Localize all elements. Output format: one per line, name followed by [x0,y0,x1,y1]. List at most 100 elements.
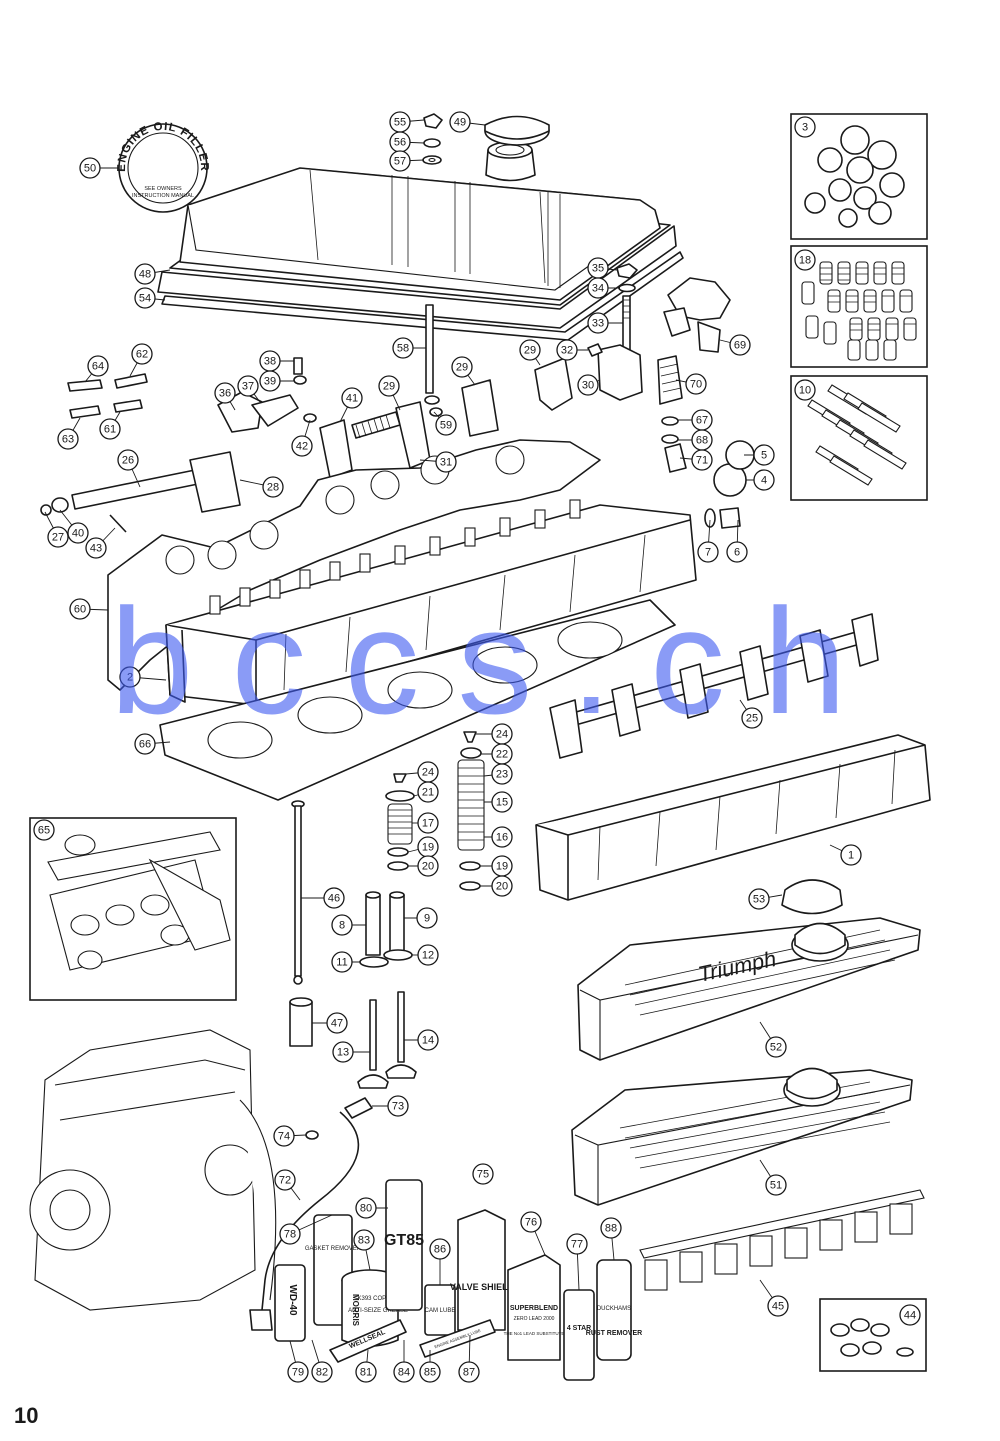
part-number: 37 [242,381,254,393]
svg-text:ANTI-SEIZE GREASE: ANTI-SEIZE GREASE [348,1308,408,1314]
core-plug-inset [790,113,928,240]
svg-text:DUCKHAMS: DUCKHAMS [597,1306,631,1312]
part-number: 67 [696,415,708,427]
part-callout-24: 24 [417,761,439,783]
part-callout-51: 51 [765,1174,787,1196]
svg-text:GT85: GT85 [384,1232,424,1249]
part-number: 61 [104,424,116,436]
part-callout-73: 73 [387,1095,409,1117]
part-callout-2: 2 [119,666,141,688]
part-number: 60 [74,604,86,616]
part-callout-75: 75 [472,1163,494,1185]
part-callout-69: 69 [729,334,751,356]
part-callout-44: 44 [899,1304,921,1326]
part-callout-27: 27 [47,526,69,548]
part-callout-39: 39 [259,370,281,392]
part-callout-65: 65 [33,819,55,841]
part-callout-71: 71 [691,449,713,471]
svg-text:ZERO LEAD 2000: ZERO LEAD 2000 [514,1316,555,1322]
valve-train-parts [289,800,417,1089]
part-number: 29 [524,345,536,357]
part-number: 81 [360,1367,372,1379]
part-number: 84 [398,1367,410,1379]
part-callout-32: 32 [556,339,578,361]
part-callout-60: 60 [69,598,91,620]
part-callout-1: 1 [840,844,862,866]
part-number: 1 [848,850,854,862]
svg-text:GASKET REMOVER: GASKET REMOVER [305,1246,362,1252]
part-callout-47: 47 [326,1012,348,1034]
decal-line-2: SEE OWNERS [144,186,182,192]
roller-rocker-set [639,1189,925,1291]
part-number: 86 [434,1244,446,1256]
svg-text:WD-40: WD-40 [287,1284,298,1316]
part-number: 82 [316,1367,328,1379]
part-number: 29 [383,381,395,393]
part-number: 53 [753,894,765,906]
part-number: 68 [696,435,708,447]
part-number: 69 [734,340,746,352]
part-number: 50 [84,163,96,175]
part-callout-22: 22 [491,743,513,765]
valve-spring-inset [790,245,928,368]
part-callout-74: 74 [273,1125,295,1147]
part-callout-88: 88 [600,1217,622,1239]
part-number: 63 [62,434,74,446]
part-callout-86: 86 [429,1238,451,1260]
part-callout-64: 64 [87,355,109,377]
part-number: 71 [696,455,708,467]
part-number: 33 [592,318,604,330]
oil-filler-cap [484,115,550,146]
svg-text:RUST REMOVER: RUST REMOVER [586,1330,642,1337]
part-number: 59 [440,420,452,432]
part-number: 23 [496,769,508,781]
part-callout-7: 7 [697,541,719,563]
part-number: 55 [394,117,406,129]
part-number: 66 [139,739,151,751]
cam-lube-bottle: CAM LUBE [424,1284,456,1336]
svg-text:SUPERBLEND: SUPERBLEND [510,1305,558,1312]
part-number: 13 [337,1047,349,1059]
part-number: 78 [284,1229,296,1241]
part-callout-29: 29 [519,339,541,361]
part-callout-28: 28 [262,476,284,498]
part-number: 20 [422,861,434,873]
cap-washers [422,113,443,165]
part-callout-62: 62 [131,343,153,365]
rocker-shaft-parts [67,304,499,479]
part-callout-8: 8 [331,914,353,936]
part-callout-87: 87 [458,1361,480,1383]
part-callout-63: 63 [57,428,79,450]
part-number: 64 [92,361,104,373]
part-callout-79: 79 [287,1361,309,1383]
part-callout-66: 66 [134,733,156,755]
part-number: 17 [422,818,434,830]
part-number: 76 [525,1217,537,1229]
part-callout-72: 72 [274,1169,296,1191]
part-callout-85: 85 [419,1361,441,1383]
part-callout-16: 16 [491,826,513,848]
part-number: 14 [422,1035,434,1047]
svg-text:K393 COPPER: K393 COPPER [357,1296,399,1302]
part-callout-15: 15 [491,791,513,813]
part-callout-19: 19 [491,855,513,877]
part-callout-11: 11 [331,951,353,973]
rocker-assembly-25 [549,613,879,759]
part-number: 51 [770,1180,782,1192]
part-number: 87 [463,1367,475,1379]
cam-follower-inset [819,1298,927,1372]
part-callout-18: 18 [794,249,816,271]
part-callout-13: 13 [332,1041,354,1063]
part-number: 80 [360,1203,372,1215]
part-callout-61: 61 [99,418,121,440]
part-callout-46: 46 [323,887,345,909]
part-number: 83 [358,1235,370,1247]
part-number: 7 [705,547,711,559]
gt85-can: GT85 [384,1179,424,1311]
part-number: 49 [454,117,466,129]
part-number: 28 [267,482,279,494]
part-callout-80: 80 [355,1197,377,1219]
part-callout-84: 84 [393,1361,415,1383]
